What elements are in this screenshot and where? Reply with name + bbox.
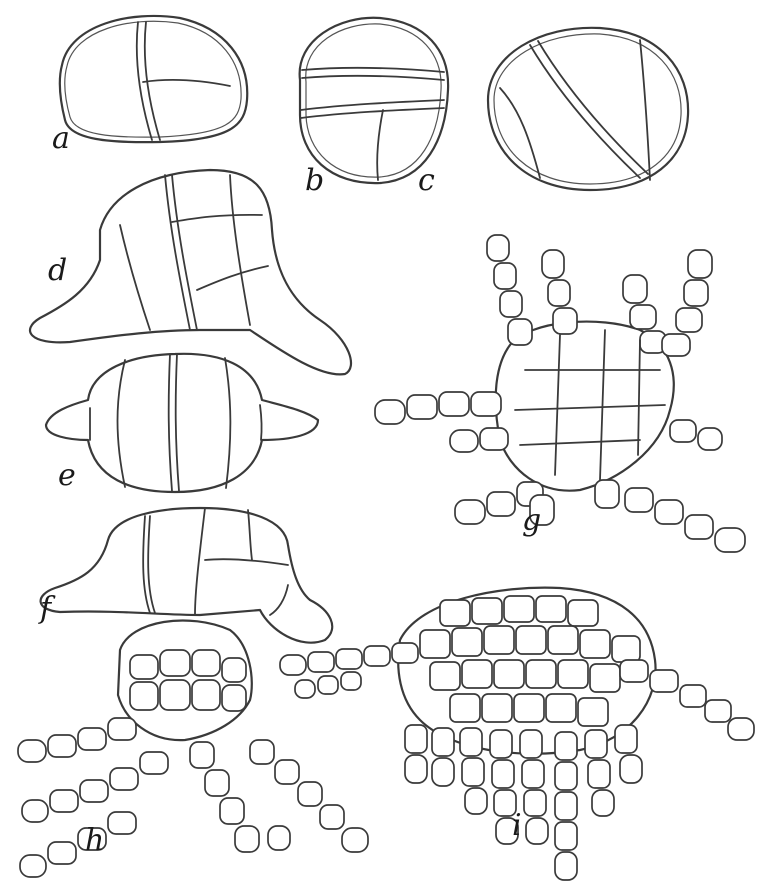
filaments-i-down xyxy=(405,725,642,880)
panel-label-f: f xyxy=(38,591,56,626)
filament-i-left-small xyxy=(295,672,361,698)
cellrow-h-2 xyxy=(130,680,246,711)
filament-h-1 xyxy=(18,718,136,762)
filament-g-10 xyxy=(625,488,745,552)
filament-g-3 xyxy=(623,275,666,353)
filament-g-9 xyxy=(595,480,619,508)
panel-label-i: i xyxy=(512,808,522,843)
panel-label-e: e xyxy=(58,458,76,493)
panel-label-c: c xyxy=(418,163,435,198)
panel-d-drawing xyxy=(30,170,351,374)
filament-g-1 xyxy=(487,235,532,345)
filament-h-4 xyxy=(190,742,259,852)
panel-label-h: h xyxy=(85,823,104,858)
panel-c-drawing xyxy=(488,28,688,190)
filament-i-left xyxy=(280,643,418,675)
filament-g-2 xyxy=(542,250,577,334)
filament-g-5 xyxy=(375,392,501,424)
filament-h-6 xyxy=(268,826,290,850)
panel-e-drawing xyxy=(46,354,318,492)
panel-label-a: a xyxy=(52,121,70,156)
panel-label-b: b xyxy=(305,163,324,198)
panel-f-drawing xyxy=(41,508,333,643)
panel-a-drawing xyxy=(60,16,247,142)
filament-g-6 xyxy=(450,428,508,452)
cellgrid-i xyxy=(420,596,640,726)
panel-g-drawing xyxy=(375,235,745,552)
filament-g-4 xyxy=(662,250,712,356)
filament-g-11 xyxy=(670,420,722,450)
filament-i-right xyxy=(620,660,754,740)
panel-label-g: g xyxy=(522,503,541,538)
cellrow-h-1 xyxy=(130,650,246,682)
panel-label-d: d xyxy=(48,253,67,288)
panel-b-drawing xyxy=(300,18,448,183)
filament-h-2 xyxy=(22,752,168,822)
